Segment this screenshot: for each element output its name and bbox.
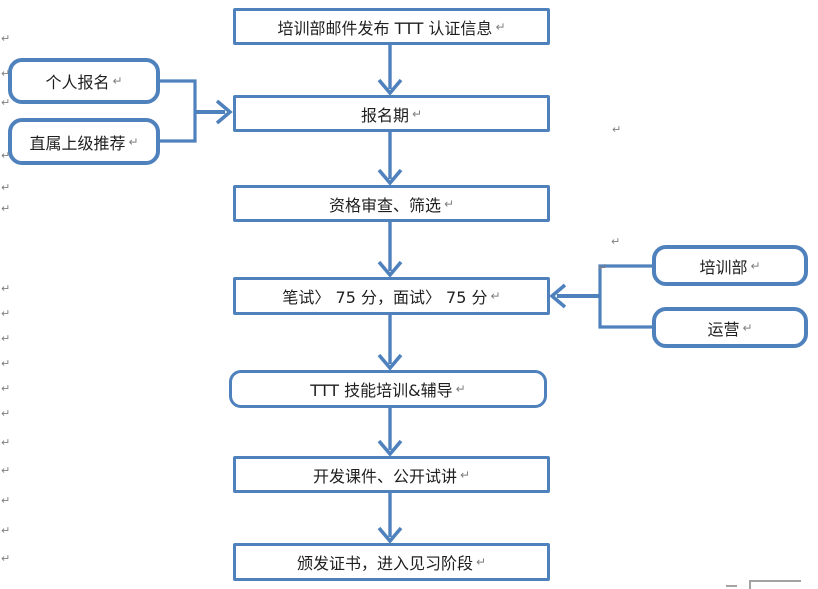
arrow-screening-to-exam[interactable]	[377, 222, 403, 278]
arrow-training-to-courseware[interactable]	[377, 408, 403, 457]
text-boundary-dash	[726, 585, 737, 587]
evaluator-box-label: 培训部	[699, 257, 748, 277]
return-mark-icon: ↵	[1, 382, 11, 395]
flow-box-label: 颁发证书，进入见习阶段	[296, 554, 473, 573]
left-sources-bracket[interactable]	[160, 79, 197, 143]
return-mark-icon: ↵	[459, 467, 471, 482]
return-mark-icon: ↵	[475, 555, 487, 569]
evaluator-box-label: 运营	[707, 319, 740, 339]
source-box-supervisor-recommendation[interactable]: 直属上级推荐 ↵	[8, 118, 160, 165]
flow-box-label: 培训部邮件发布 TTT 认证信息	[277, 18, 493, 38]
arrow-evaluators-to-exam[interactable]	[549, 283, 600, 309]
return-mark-icon: ↵	[598, 261, 608, 274]
return-mark-icon: ↵	[1, 552, 11, 565]
arrow-courseware-to-certificate[interactable]	[377, 493, 403, 544]
return-mark-icon: ↵	[1, 149, 11, 162]
flow-box-courseware[interactable]: 开发课件、公开试讲 ↵	[233, 456, 550, 493]
return-mark-icon: ↵	[1, 282, 11, 295]
return-mark-icon: ↵	[128, 134, 139, 149]
source-box-individual-signup[interactable]: 个人报名 ↵	[8, 58, 160, 104]
return-mark-icon: ↵	[1, 464, 11, 477]
return-mark-icon: ↵	[1, 67, 11, 80]
flow-box-signup-period[interactable]: 报名期 ↵	[233, 95, 550, 132]
flow-box-label: 报名期	[360, 105, 409, 125]
flow-box-label: TTT 技能培训&辅导	[310, 381, 453, 400]
return-mark-icon: ↵	[1, 202, 11, 215]
flow-box-label: 笔试〉 75 分，面试〉 75 分	[282, 288, 488, 307]
arrow-announce-to-signup[interactable]	[377, 45, 403, 96]
return-mark-icon: ↵	[1, 357, 11, 370]
return-mark-icon: ↵	[750, 258, 761, 273]
return-mark-icon: ↵	[1, 332, 11, 345]
return-mark-icon: ↵	[1, 307, 11, 320]
return-mark-icon: ↵	[1, 407, 11, 420]
return-mark-icon: ↵	[1, 524, 11, 537]
evaluator-box-operations[interactable]: 运营 ↵	[652, 307, 808, 348]
return-mark-icon: ↵	[490, 289, 501, 303]
return-mark-icon: ↵	[112, 74, 123, 88]
flow-box-label: 开发课件、公开试讲	[312, 466, 457, 486]
return-mark-icon: ↵	[443, 196, 455, 211]
return-mark-icon: ↵	[411, 106, 423, 121]
return-mark-icon: ↵	[1, 494, 11, 507]
text-boundary-corner-h	[749, 580, 801, 582]
flow-box-certificate[interactable]: 颁发证书，进入见习阶段 ↵	[233, 543, 550, 581]
flow-box-label: 资格审查、筛选	[328, 195, 441, 215]
return-mark-icon: ↵	[1, 96, 11, 109]
source-box-label: 直属上级推荐	[29, 133, 126, 153]
arrow-exam-to-training[interactable]	[377, 315, 403, 371]
return-mark-icon: ↵	[495, 19, 506, 34]
flow-box-ttt-training[interactable]: TTT 技能培训&辅导 ↵	[229, 370, 547, 408]
return-mark-icon: ↵	[1, 181, 11, 194]
arrow-sources-to-signup[interactable]	[195, 99, 233, 125]
right-evaluators-bracket[interactable]	[598, 264, 652, 329]
return-mark-icon: ↵	[742, 320, 753, 335]
flow-box-exam-threshold[interactable]: 笔试〉 75 分，面试〉 75 分 ↵	[233, 277, 550, 315]
flow-box-announcement[interactable]: 培训部邮件发布 TTT 认证信息 ↵	[233, 8, 550, 45]
flow-box-screening[interactable]: 资格审查、筛选 ↵	[233, 185, 550, 222]
return-mark-icon: ↵	[1, 436, 11, 449]
evaluator-box-training-dept[interactable]: 培训部 ↵	[652, 245, 808, 286]
source-box-label: 个人报名	[45, 73, 110, 92]
arrow-signup-to-screening[interactable]	[377, 132, 403, 186]
return-mark-icon: ↵	[611, 235, 621, 248]
return-mark-icon: ↵	[612, 123, 622, 136]
return-mark-icon: ↵	[455, 382, 466, 396]
text-boundary-corner-v	[749, 580, 751, 589]
return-mark-icon: ↵	[1, 32, 11, 45]
